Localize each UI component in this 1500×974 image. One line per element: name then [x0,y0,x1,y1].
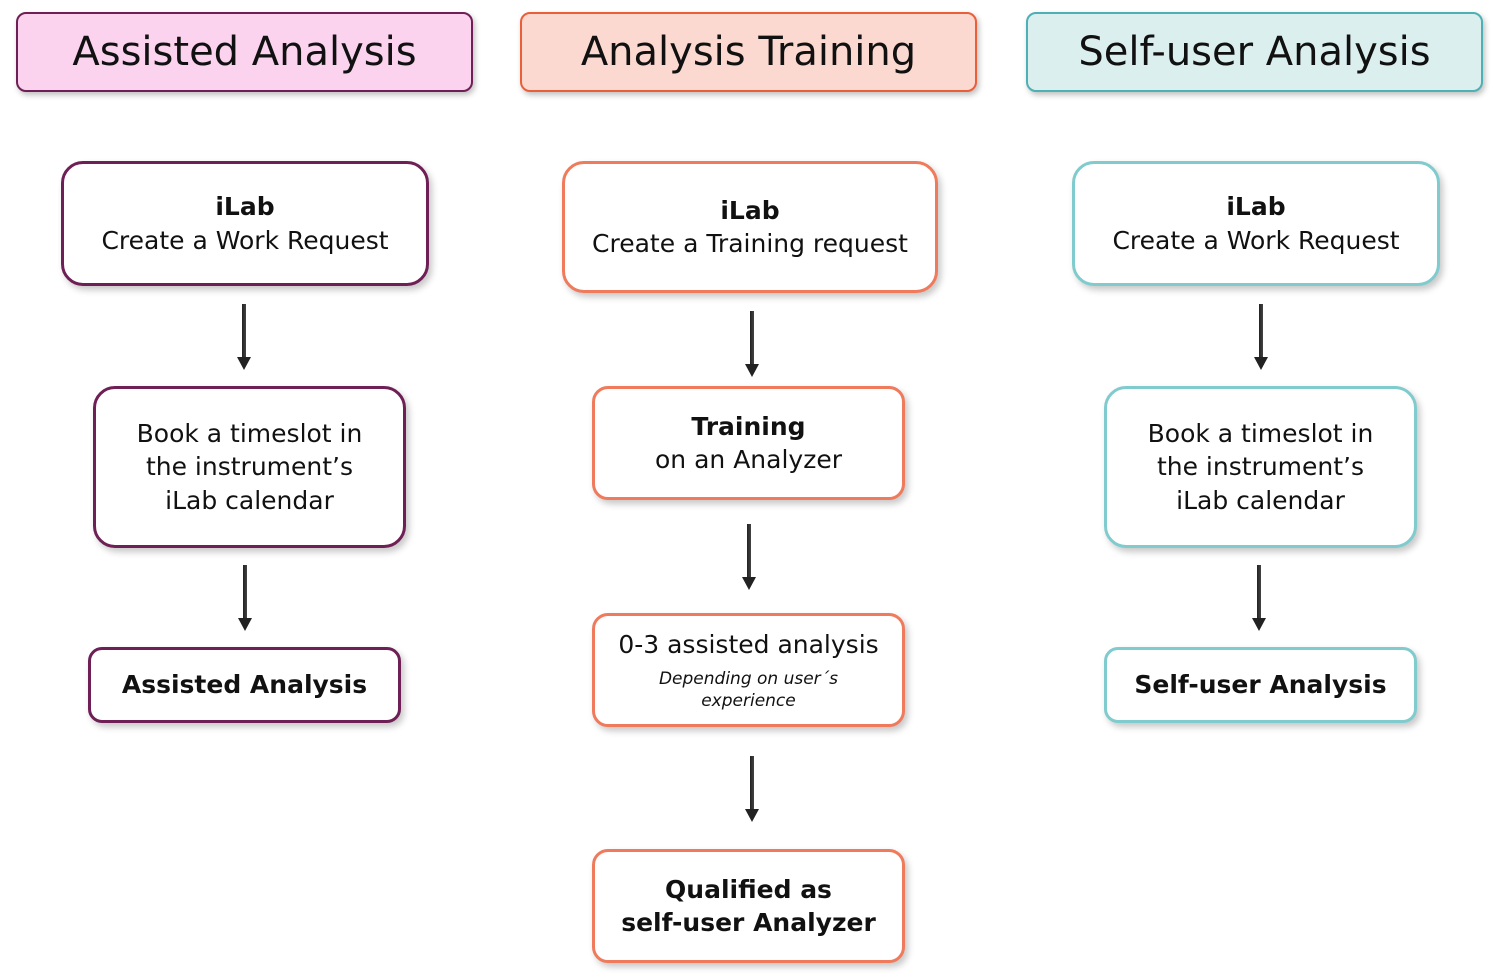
training-step3-note: Depending on user´s experience [659,668,838,712]
training-step2-title: Training [691,411,806,441]
header-assisted-analysis: Assisted Analysis [16,12,473,92]
assisted-step-book-timeslot: Book a timeslot in the instrument’s iLab… [93,386,406,548]
arrow-down-icon [745,756,759,822]
header-analysis-training: Analysis Training [520,12,977,92]
self-step-result: Self-user Analysis [1104,647,1417,723]
arrow-down-icon [1254,304,1268,370]
training-step-training-on-analyzer: Training on an Analyzer [592,386,905,500]
self-step2-line3: iLab calendar [1176,485,1345,515]
training-step3-text: 0-3 assisted analysis [618,630,879,660]
training-step3-note-line2: experience [701,690,796,711]
training-step4-line2: self-user Analyzer [621,908,876,937]
self-step1-text: Create a Work Request [1112,225,1400,255]
training-step1-title: iLab [720,195,780,225]
header-self-user-analysis: Self-user Analysis [1026,12,1483,92]
assisted-step1-text: Create a Work Request [101,225,389,255]
arrow-down-icon [237,304,251,370]
training-step-qualified: Qualified as self-user Analyzer [592,849,905,963]
assisted-step1-title: iLab [215,192,275,222]
arrow-down-icon [1252,565,1266,631]
self-step2-line2: the instrument’s [1156,452,1365,482]
self-step3-text: Self-user Analysis [1134,670,1387,700]
assisted-step2-line3: iLab calendar [165,485,334,515]
assisted-step-create-work-request: iLab Create a Work Request [61,161,429,286]
self-step2-line1: Book a timeslot in [1147,419,1374,449]
training-step4-line1: Qualified as [665,874,832,904]
training-step1-text: Create a Training request [592,229,908,258]
self-step-create-work-request: iLab Create a Work Request [1072,161,1440,286]
assisted-step-result: Assisted Analysis [88,647,401,723]
self-step1-title: iLab [1226,192,1286,222]
self-step-book-timeslot: Book a timeslot in the instrument’s iLab… [1104,386,1417,548]
assisted-step2-line2: the instrument’s [145,452,354,482]
training-step-assisted-analysis-count: 0-3 assisted analysis Depending on user´… [592,613,905,727]
arrow-down-icon [238,565,252,631]
arrow-down-icon [742,524,756,590]
training-step3-note-line1: Depending on user´s [658,668,839,689]
assisted-step2-line1: Book a timeslot in [136,419,363,449]
arrow-down-icon [745,311,759,377]
training-step-create-training-request: iLab Create a Training request [562,161,938,293]
assisted-step3-text: Assisted Analysis [121,670,368,700]
training-step2-text: on an Analyzer [655,445,842,474]
